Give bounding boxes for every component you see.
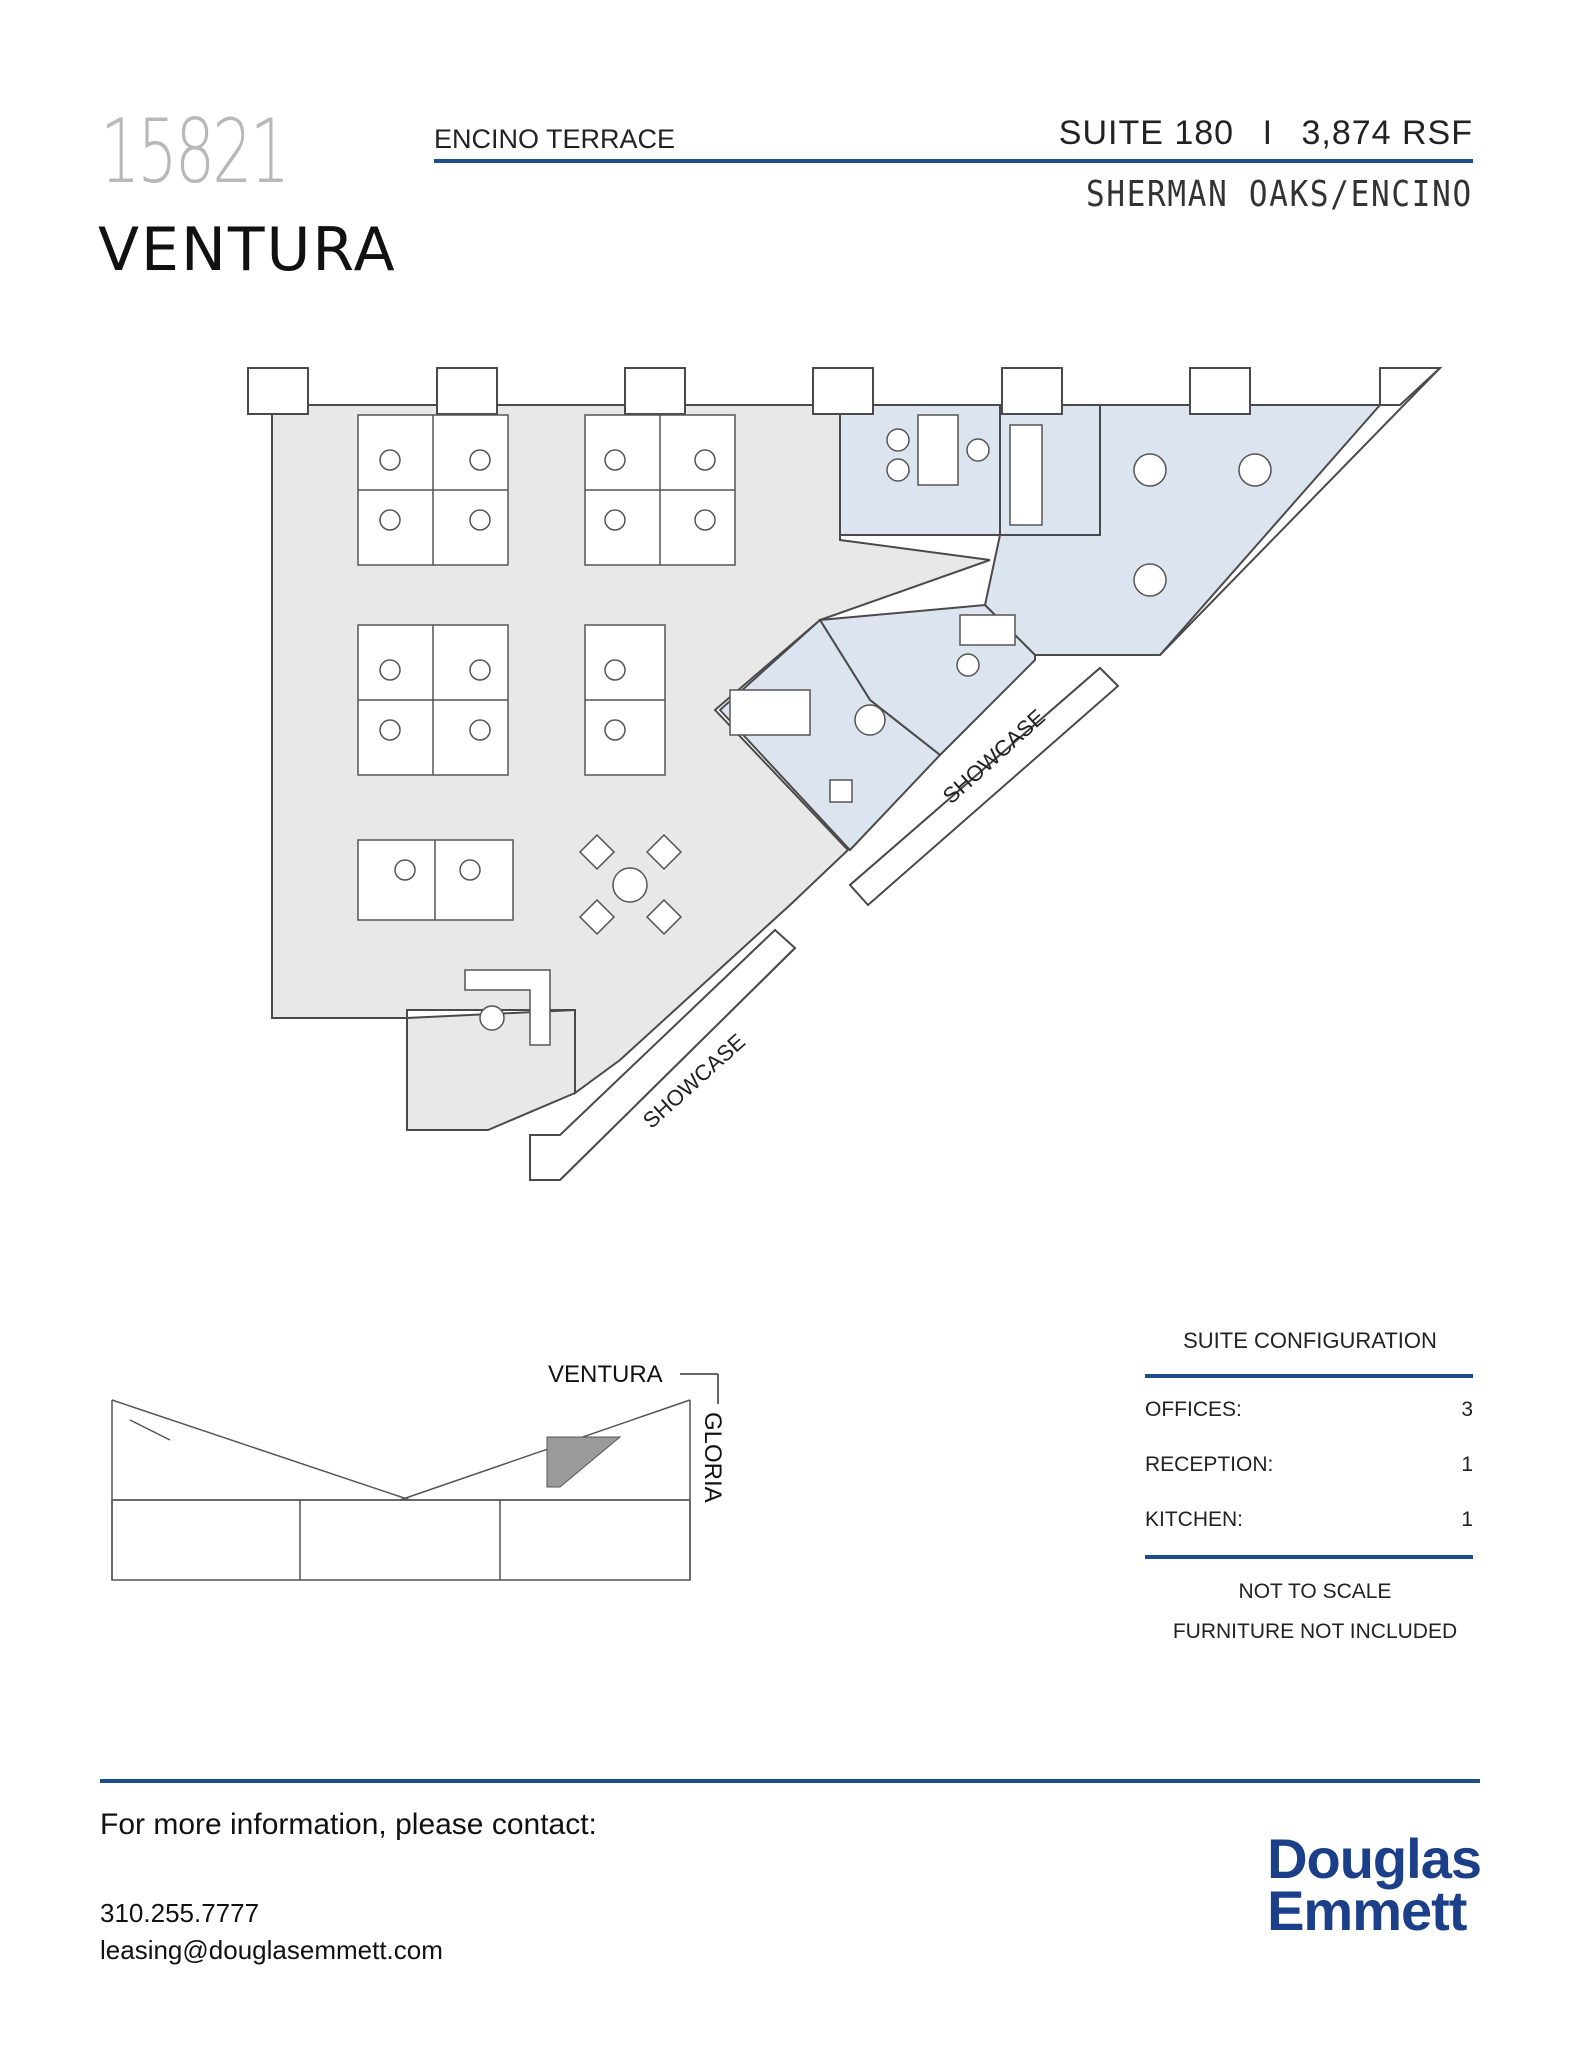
key-plan-cross-street-label: GLORIA (699, 1412, 726, 1503)
furniture-note: FURNITURE NOT INCLUDED (1172, 1620, 1458, 1643)
config-bottom-rule (1145, 1555, 1473, 1559)
street-name: VENTURA (98, 215, 397, 285)
showcase-label-lower: SHOWCASE (638, 1029, 750, 1133)
config-title: SUITE CONFIGURATION (1183, 1328, 1437, 1353)
offices (718, 404, 1383, 852)
open-area (271, 404, 991, 1095)
config-row-value: 3 (1461, 1398, 1473, 1421)
office-furniture (729, 414, 1272, 803)
suite-separator: I (1262, 114, 1274, 152)
chairs (379, 449, 716, 1031)
config-row: OFFICES: 3 (1145, 1398, 1473, 1422)
logo-line-2: Emmett (1267, 1878, 1467, 1942)
key-plan-street-label: VENTURA (548, 1361, 663, 1388)
diagonal-wall (559, 367, 1441, 1181)
config-row: KITCHEN: 1 (1145, 1508, 1473, 1532)
showcase-label-upper: SHOWCASE (938, 704, 1050, 808)
suite-highlight (546, 1436, 622, 1488)
config-row-label: OFFICES: (1145, 1398, 1242, 1421)
break-table (578, 833, 683, 936)
submarket: SHERMAN OAKS/ENCINO (1086, 174, 1473, 215)
suite-info: SUITE 180 I 3,874 RSF (1059, 114, 1473, 153)
footer-divider (100, 1779, 1480, 1783)
logo-line-1: Douglas (1267, 1827, 1482, 1890)
config-row-value: 1 (1461, 1453, 1473, 1476)
contact-heading: For more information, please contact: (100, 1808, 597, 1841)
project-name: ENCINO TERRACE (434, 124, 676, 154)
config-top-rule (1145, 1374, 1473, 1378)
config-row: RECEPTION: 1 (1145, 1453, 1473, 1477)
contact-phone[interactable]: 310.255.7777 (100, 1898, 260, 1928)
showcase-areas (529, 666, 1120, 1181)
key-plan: VENTURA GLORIA (111, 1361, 726, 1588)
config-row-label: RECEPTION: (1145, 1453, 1274, 1476)
workstations (357, 414, 736, 1046)
corridor (406, 1008, 576, 1131)
suite-number: SUITE 180 (1058, 114, 1235, 152)
header-divider (434, 159, 1473, 163)
scale-note: NOT TO SCALE (1238, 1580, 1392, 1603)
config-row-label: KITCHEN: (1145, 1508, 1244, 1531)
contact-email[interactable]: leasing@douglasemmett.com (100, 1935, 443, 1965)
window-columns (247, 367, 1443, 415)
config-row-value: 1 (1461, 1508, 1473, 1531)
building-number: 15821 (100, 100, 290, 203)
suite-rsf: 3,874 RSF (1301, 114, 1473, 152)
company-logo: Douglas Emmett (1267, 1827, 1482, 1942)
